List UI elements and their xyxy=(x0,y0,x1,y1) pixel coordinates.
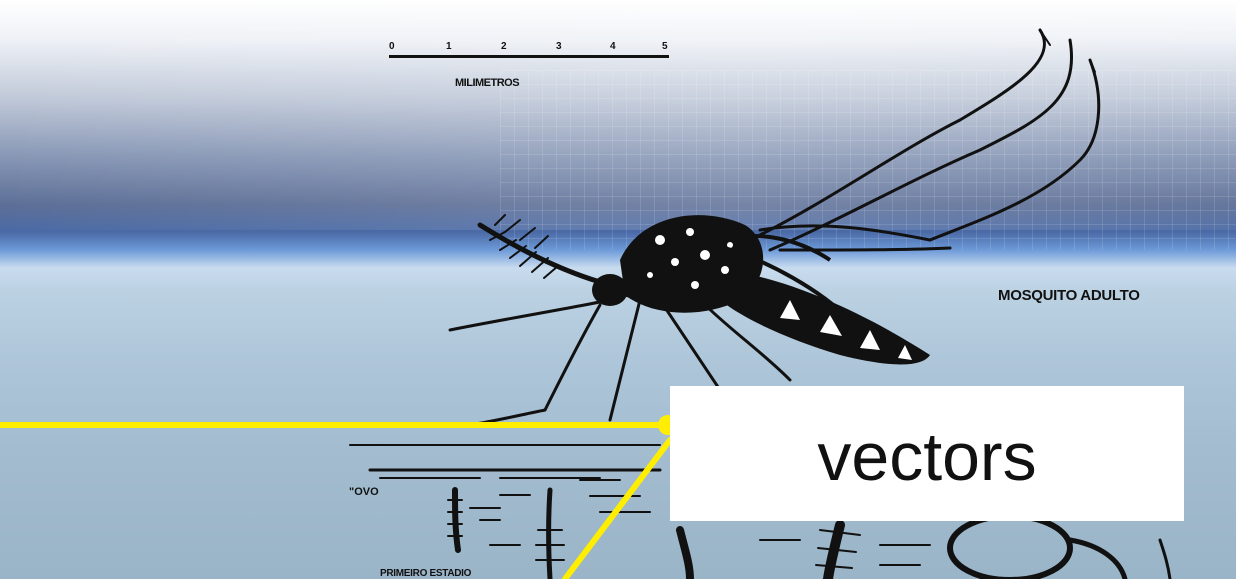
adult-stage-label: MOSQUITO ADULTO xyxy=(998,287,1140,304)
egg-stage-text: OVO xyxy=(354,486,378,498)
vectors-callout-text: vectors xyxy=(817,423,1036,491)
egg-stage-label: "OVO xyxy=(349,486,379,498)
vectors-callout-box: vectors xyxy=(670,386,1184,521)
first-instar-label: PRIMEIRO ESTADIO xyxy=(380,568,471,579)
